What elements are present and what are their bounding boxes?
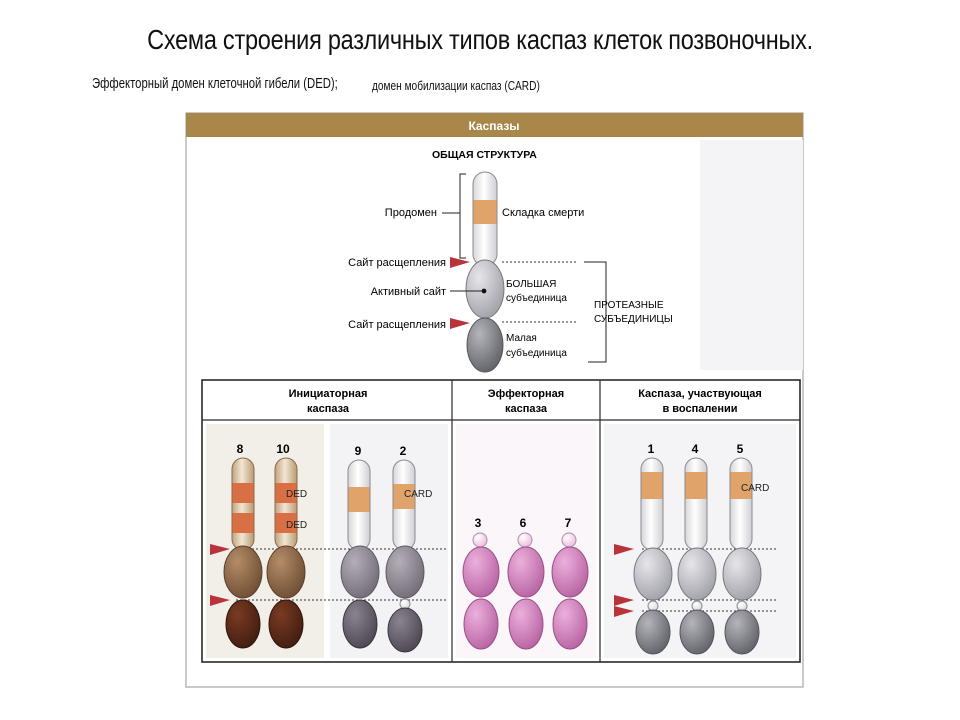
initiator-header-2: каспаза: [307, 403, 350, 415]
caspase-1-number: 1: [648, 442, 655, 456]
caspase-8-small-subunit: [225, 599, 261, 649]
caspase-10-prodomain: [274, 457, 298, 551]
caspase-1-prodomain: [640, 457, 664, 551]
initiator-ded-column-bg: [206, 424, 324, 658]
banner-bar: [186, 113, 803, 137]
caspase-3-prodomain: [472, 532, 488, 548]
caspase-2-large-subunit: [385, 545, 425, 599]
caspase-10-number: 10: [276, 442, 290, 456]
caspase-2-number: 2: [400, 444, 407, 458]
caspase-3-number: 3: [475, 516, 482, 530]
protease-bracket: [584, 261, 607, 363]
small-subunit-label-1: Малая: [506, 333, 537, 344]
caspase-8-ded-band-2: [232, 513, 254, 533]
initiator-arrow-2: [210, 595, 230, 606]
caspase-3-small-subunit: [463, 598, 499, 650]
caspase-7-prodomain: [561, 532, 577, 548]
caspase-4-prodomain: [684, 457, 708, 551]
caspase-2-card-band: [393, 484, 415, 509]
card-label-inflammatory: CARD: [741, 483, 769, 494]
caspase-10-large-subunit: [266, 545, 306, 599]
banner-title: Каспазы: [468, 119, 519, 133]
general-active-site-dot: [481, 288, 487, 294]
cleavage-arrow-2: [450, 318, 470, 329]
inflam-arrow-1: [614, 544, 634, 555]
caspase-1-small-subunit: [635, 609, 671, 655]
initiator-arrow-1: [210, 544, 230, 555]
caspase-4-small-subunit: [679, 609, 715, 655]
caspase-10-ded-band-1: [275, 483, 297, 503]
large-subunit-label-2: субъединица: [506, 292, 567, 304]
caspase-5-prodomain: [729, 457, 753, 551]
effector-header-2: каспаза: [505, 403, 548, 415]
large-subunit-label-1: БОЛЬШАЯ: [506, 279, 556, 290]
effector-header-1: Эффекторная: [488, 388, 564, 400]
caspase-7-number: 7: [565, 516, 572, 530]
caspase-7-small-subunit: [552, 598, 588, 650]
caspase-4-large-subunit: [677, 547, 717, 601]
caspase-9-card-band: [348, 487, 370, 512]
inflam-arrow-3: [614, 606, 634, 617]
cleavage-site-label-2: Сайт расщепления: [348, 319, 446, 331]
protease-label-1: ПРОТЕАЗНЫЕ: [594, 300, 664, 311]
general-death-fold-band: [473, 200, 497, 224]
general-small-subunit: [466, 317, 504, 373]
card-label-initiator: CARD: [404, 489, 432, 500]
background-ghost-band: [700, 140, 803, 370]
inflammatory-header-2: в воспалении: [662, 403, 737, 415]
caspase-6-large-subunit: [507, 546, 545, 598]
caspase-7-large-subunit: [551, 546, 589, 598]
small-subunit-label-2: субъединица: [506, 347, 567, 359]
ded-legend-text: Эффекторный домен клеточной гибели (DED)…: [92, 76, 338, 92]
caspase-3-large-subunit: [462, 546, 500, 598]
caspase-4-card-band: [685, 472, 707, 499]
caspase-6-number: 6: [520, 516, 527, 530]
page-title: Схема строения различных типов каспаз кл…: [147, 24, 813, 55]
caspase-10-small-subunit: [268, 599, 304, 649]
general-structure-heading: ОБЩАЯ СТРУКТУРА: [432, 149, 537, 161]
cleavage-arrow-1: [450, 257, 470, 268]
caspase-6-prodomain: [517, 532, 533, 548]
ded-label-2: DED: [286, 520, 307, 531]
cleavage-site-label-1: Сайт расщепления: [348, 257, 446, 269]
protease-label-2: СУБЪЕДИНИЦЫ: [594, 314, 673, 325]
caspase-10-ded-band-2: [275, 513, 297, 533]
caspase-5-small-subunit: [724, 609, 760, 655]
inflammatory-header-1: Каспаза, участвующая: [638, 388, 762, 400]
caspase-1-large-subunit: [633, 547, 673, 601]
caspase-8-ded-band-1: [232, 483, 254, 503]
caspase-9-small-subunit: [342, 599, 378, 649]
active-site-label: Активный сайт: [371, 286, 446, 298]
inflam-arrow-2: [614, 595, 634, 606]
card-legend-text: домен мобилизации каспаз (CARD): [372, 78, 540, 93]
caspase-6-small-subunit: [508, 598, 544, 650]
caspase-8-large-subunit: [223, 545, 263, 599]
caspase-5-card-band: [730, 472, 752, 499]
caspase-5-number: 5: [737, 442, 744, 456]
prodomain-label: Продомен: [385, 207, 437, 219]
caspase-8-prodomain: [231, 457, 255, 551]
caspase-2-small-subunit: [387, 607, 423, 653]
caspase-9-number: 9: [355, 444, 362, 458]
death-fold-label: Складка смерти: [502, 207, 584, 219]
caspase-1-card-band: [641, 472, 663, 499]
caspase-4-number: 4: [692, 442, 699, 456]
caspase-9-large-subunit: [340, 545, 380, 599]
ded-label-1: DED: [286, 489, 307, 500]
caspase-5-large-subunit: [722, 547, 762, 601]
caspase-8-number: 8: [237, 442, 244, 456]
initiator-header-1: Инициаторная: [289, 388, 368, 400]
prodomain-bracket: [459, 173, 466, 259]
